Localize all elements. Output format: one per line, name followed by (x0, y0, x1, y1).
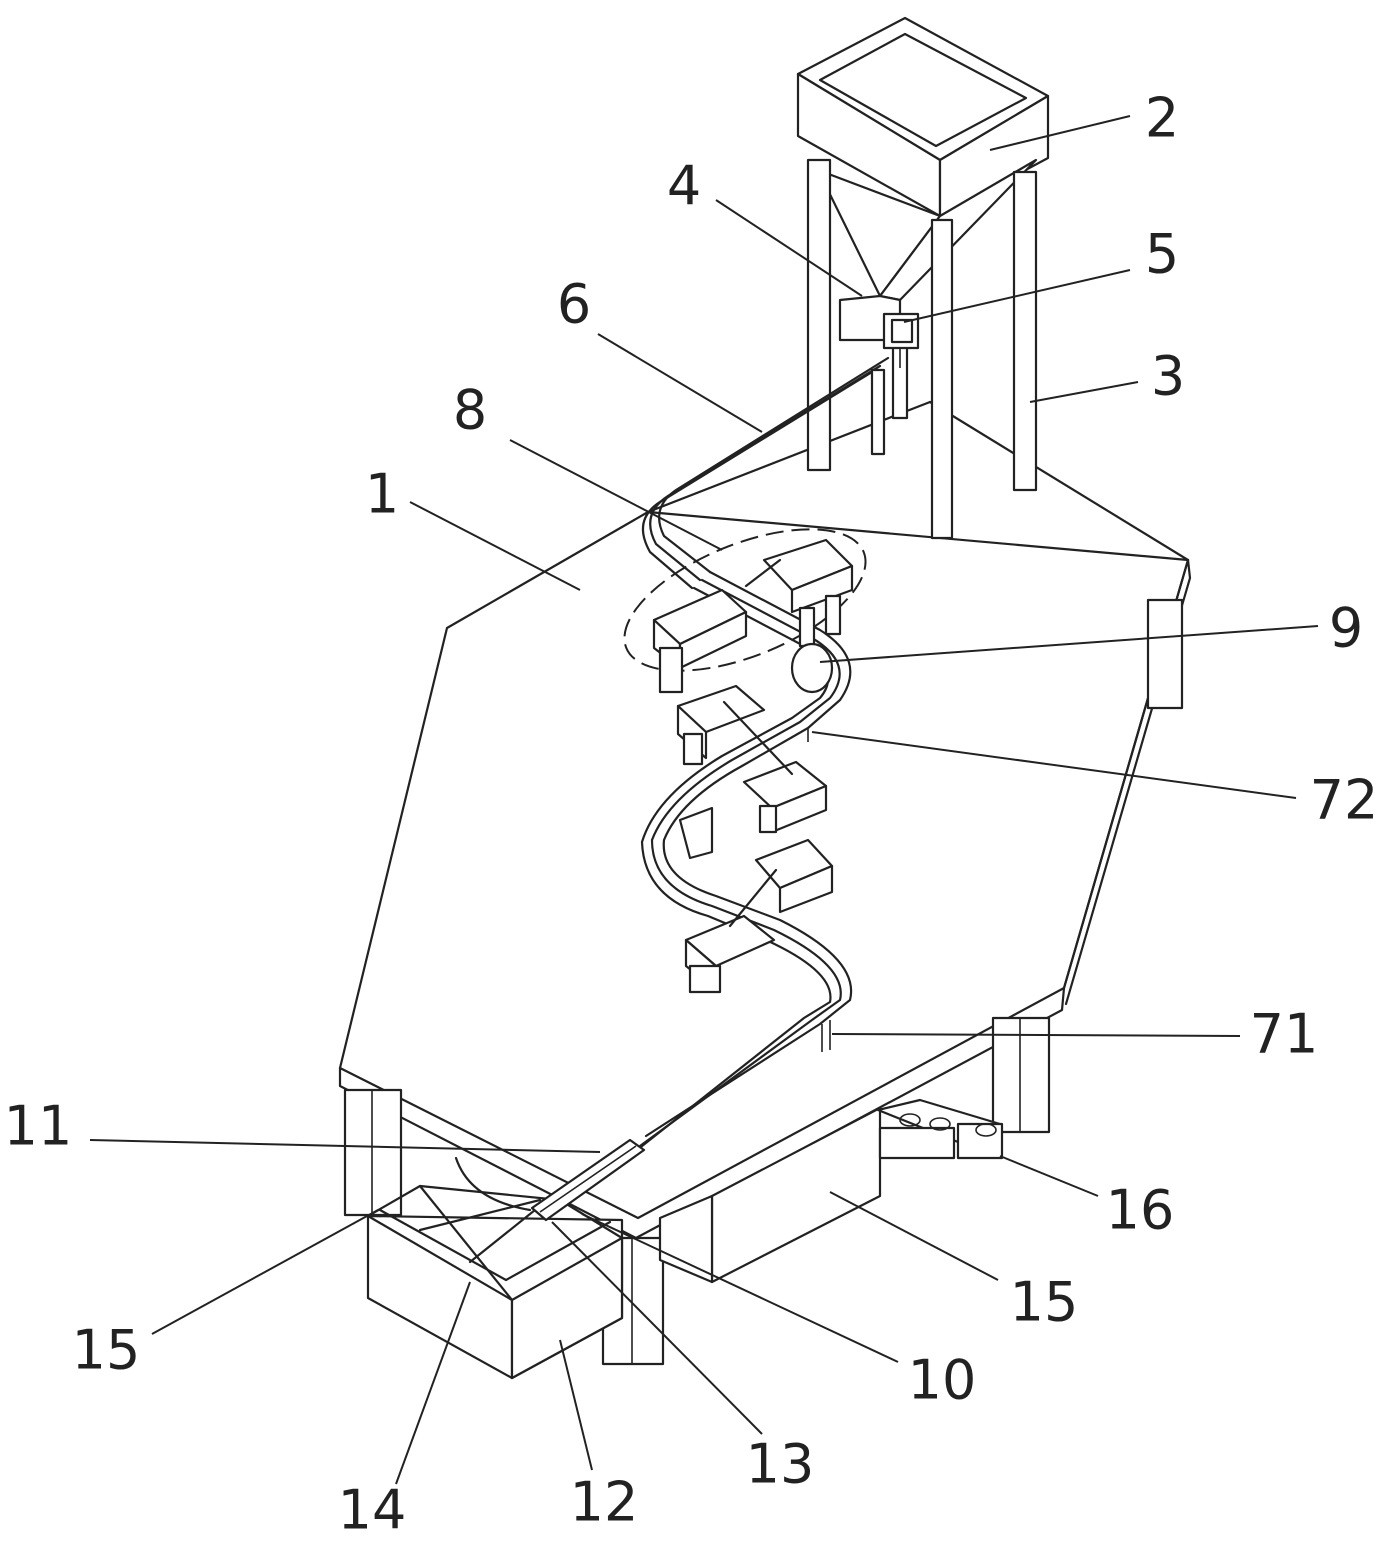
label-3: 3 (1151, 345, 1185, 408)
label-71: 71 (1250, 1003, 1319, 1066)
hopper-tower (796, 16, 1050, 540)
label-13: 13 (746, 1433, 815, 1496)
label-12: 12 (570, 1471, 639, 1534)
label-15-left: 15 (72, 1319, 141, 1382)
label-15-right: 15 (1010, 1271, 1079, 1334)
label-2: 2 (1145, 87, 1179, 150)
side-box (658, 1106, 882, 1284)
label-8: 8 (453, 379, 487, 442)
collection-bin (366, 1156, 624, 1380)
label-9: 9 (1329, 597, 1363, 660)
reference-labels: 2 4 5 6 3 8 1 9 72 71 11 16 15 15 10 13 … (4, 87, 1379, 1542)
sorting-stations (652, 538, 854, 994)
leader-lines (89, 115, 1319, 1485)
label-1: 1 (365, 463, 399, 526)
label-10: 10 (908, 1349, 977, 1412)
drive-motor (876, 1098, 1004, 1160)
station-highlight (623, 528, 867, 672)
label-72: 72 (1310, 769, 1379, 832)
platform-legs (343, 598, 1184, 1366)
conveyor-track (630, 570, 853, 1156)
discharge-chute (530, 1138, 646, 1222)
label-4: 4 (667, 155, 701, 218)
label-6: 6 (557, 273, 591, 336)
chute (641, 356, 890, 590)
label-5: 5 (1145, 223, 1179, 286)
label-11: 11 (4, 1095, 73, 1158)
label-14: 14 (338, 1479, 407, 1542)
label-16: 16 (1106, 1179, 1175, 1242)
